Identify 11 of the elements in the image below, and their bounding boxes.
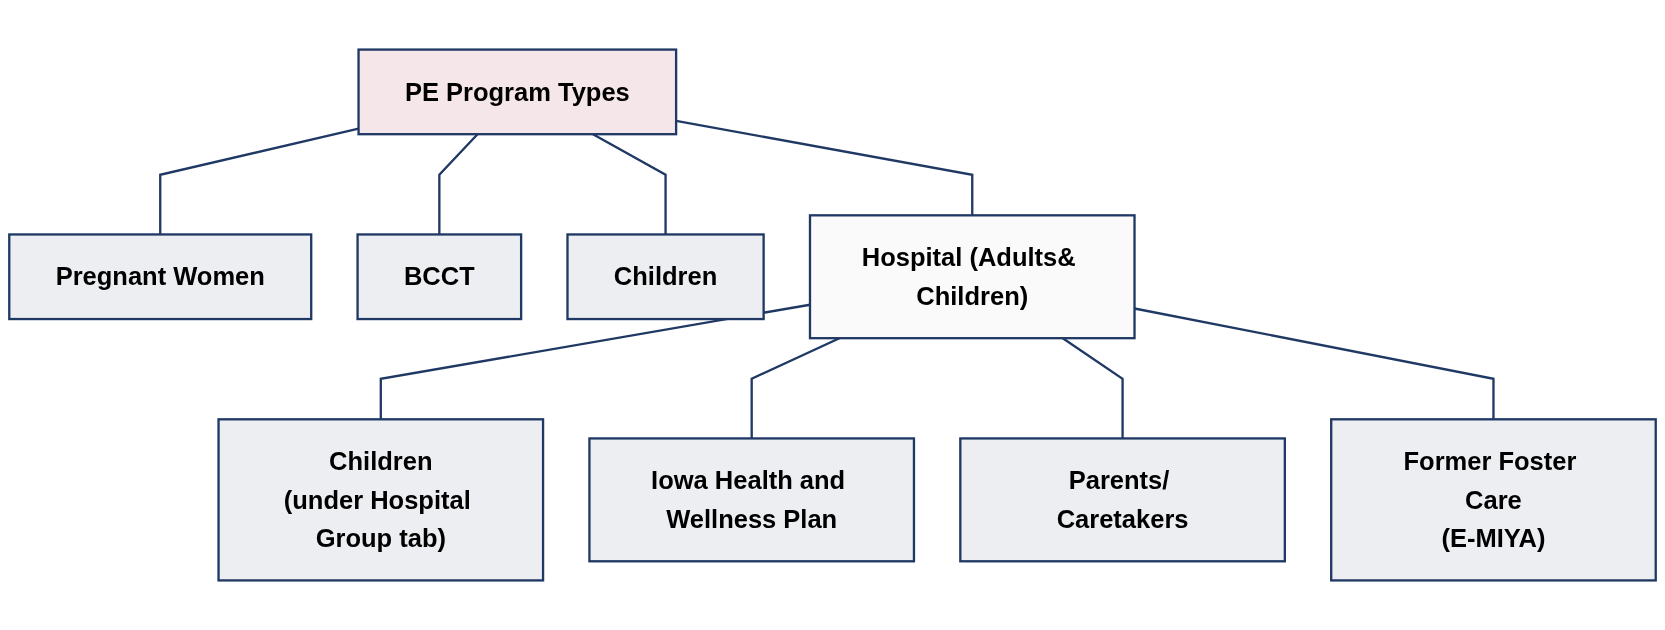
node-box: BCCT — [356, 233, 523, 321]
node-box: Hospital (Adults& Children) — [808, 214, 1136, 340]
connector — [1134, 307, 1495, 420]
node-box: PE Program Types — [357, 48, 678, 136]
node-box: Iowa Health and Wellness Plan — [588, 437, 916, 563]
connector — [159, 127, 359, 235]
node-box: Children — [566, 233, 765, 321]
node-box: Parents/ Caretakers — [959, 437, 1286, 563]
node-box: Children (under Hospital Group tab) — [217, 418, 545, 582]
node-box: Pregnant Women — [8, 233, 313, 321]
node-box: Former Foster Care (E-MIYA) — [1330, 418, 1657, 582]
